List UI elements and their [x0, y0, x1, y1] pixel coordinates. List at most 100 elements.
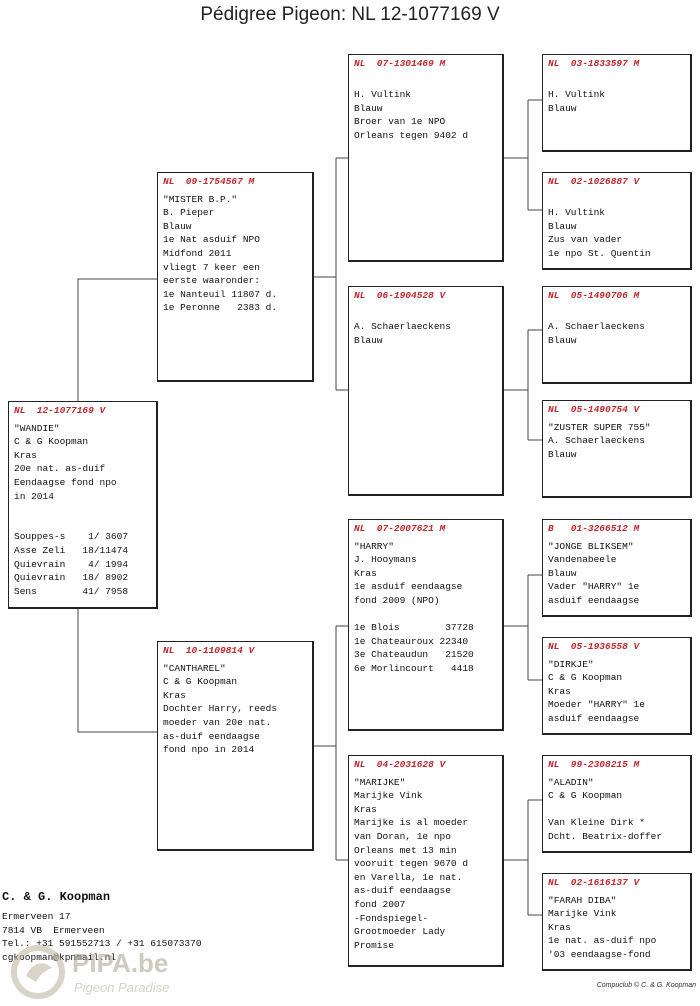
- pigeon-card-sire: NL 09-1754567 M "MISTER B.P." B. Pieper …: [157, 172, 314, 382]
- card-line: Blauw: [548, 220, 577, 232]
- card-line: "ALADIN": [548, 776, 594, 788]
- card-line: [548, 803, 685, 817]
- card-line: Blauw: [163, 220, 192, 232]
- card-line: eerste waaronder:: [163, 275, 260, 287]
- pipa-watermark-logo: PIPA.be Pigeon Paradise: [11, 945, 169, 999]
- breeder-name: C. & G. Koopman: [2, 890, 111, 904]
- ring-number: NL 10-1109814 V: [163, 645, 255, 656]
- card-line: Blauw: [354, 102, 383, 114]
- card-line: B. Pieper: [163, 207, 215, 219]
- card-line: [548, 75, 685, 89]
- card-line: fond npo in 2014: [163, 744, 255, 756]
- card-line: vliegt 7 keer een: [163, 261, 260, 273]
- card-line: [354, 307, 497, 321]
- card-line: van Doran, 1e npo: [354, 830, 451, 842]
- page-title: Pédigree Pigeon: NL 12-1077169 V: [200, 4, 500, 25]
- card-line: Sens 41/ 7958: [14, 585, 129, 597]
- card-line: 20e nat. as-duif: [14, 463, 106, 475]
- ring-number: NL 09-1754567 M: [163, 176, 255, 187]
- card-line: Grootmoeder Lady: [354, 926, 446, 938]
- pigeon-card-grandsire-paternal: NL 07-1301469 M H. Vultink Blauw Broer v…: [348, 54, 504, 262]
- card-line: 1e npo St. Quentin: [548, 247, 651, 259]
- pigeon-card-dam: NL 10-1109814 V "CANTHAREL" C & G Koopma…: [157, 641, 314, 851]
- card-line: Marijke is al moeder: [354, 817, 469, 829]
- card-line: C & G Koopman: [14, 436, 89, 448]
- card-line: Orleans met 13 min: [354, 844, 457, 856]
- ring-number: NL 05-1490706 M: [548, 290, 640, 301]
- logo-brand: PIPA.be: [72, 948, 168, 978]
- ring-number: NL 07-2007621 M: [354, 523, 446, 534]
- card-line: "MARIJKE": [354, 776, 406, 788]
- card-line: H. Vultink: [548, 207, 606, 219]
- card-line: Kras: [354, 567, 377, 579]
- pigeon-card-ggp-1: NL 03-1833597 M H. Vultink Blauw: [542, 54, 692, 152]
- card-line: "FARAH DIBA": [548, 894, 617, 906]
- card-line: 1e Peronne 2383 d.: [163, 302, 278, 314]
- ring-number: NL 12-1077169 V: [14, 405, 106, 416]
- card-line: Promise: [354, 939, 394, 951]
- card-line: 1e Chateauroux 22340: [354, 635, 469, 647]
- ring-number: NL 02-1616137 V: [548, 877, 640, 888]
- card-line: 1e Nat asduif NPO: [163, 234, 260, 246]
- card-line: 1e Nanteuil 11807 d.: [163, 288, 278, 300]
- breeder-postal: 7814 VB Ermerveen: [2, 924, 105, 936]
- ring-number: NL 04-2031628 V: [354, 759, 446, 770]
- ring-number: NL 03-1833597 M: [548, 58, 640, 69]
- card-line: asduif eendaagse: [548, 594, 640, 606]
- card-line: C & G Koopman: [548, 790, 623, 802]
- pigeon-card-ggp-4: NL 05-1490754 V "ZUSTER SUPER 755" A. Sc…: [542, 400, 692, 498]
- card-line: Zus van vader: [548, 234, 623, 246]
- ring-number: NL 02-1026887 V: [548, 176, 640, 187]
- card-line: 1e Blois 37728: [354, 622, 474, 634]
- pigeon-card-ggp-3: NL 05-1490706 M A. Schaerlaeckens Blauw: [542, 286, 692, 384]
- card-line: [548, 307, 685, 321]
- card-line: as-duif eendaagse: [354, 885, 451, 897]
- card-line: moeder van 20e nat.: [163, 716, 272, 728]
- card-line: fond 2007: [354, 898, 406, 910]
- card-line: A. Schaerlaeckens: [354, 321, 451, 333]
- ring-number: NL 05-1490754 V: [548, 404, 640, 415]
- pigeon-card-grandsire-maternal: NL 07-2007621 M "HARRY" J. Hooymans Kras…: [348, 519, 504, 731]
- card-line: Dcht. Beatrix-doffer: [548, 830, 663, 842]
- card-line: en Varella, 1e nat.: [354, 871, 463, 883]
- pigeon-card-subject: NL 12-1077169 V "WANDIE" C & G Koopman K…: [8, 401, 158, 609]
- card-line: Vandenabeele: [548, 554, 617, 566]
- card-line: [354, 75, 497, 89]
- card-line: 1e nat. as-duif npo: [548, 935, 657, 947]
- card-line: H. Vultink: [548, 89, 606, 101]
- ring-number: NL 06-1904528 V: [354, 290, 446, 301]
- breeder-phone: Tel.: +31 591552713 / +31 615073370: [2, 938, 202, 949]
- card-line: Dochter Harry, reeds: [163, 703, 278, 715]
- card-line: Eendaagse fond npo: [14, 476, 117, 488]
- card-line: '03 eendaagse-fond: [548, 948, 651, 960]
- card-line: asduif eendaagse: [548, 712, 640, 724]
- card-line: "DIRKJE": [548, 658, 594, 670]
- card-line: Vader "HARRY" 1e: [548, 581, 640, 593]
- card-line: Broer van 1e NPO: [354, 116, 446, 128]
- card-line: Orleans tegen 9402 d: [354, 129, 469, 141]
- card-line: Blauw: [548, 567, 577, 579]
- pigeon-card-ggp-8: NL 02-1616137 V "FARAH DIBA" Marijke Vin…: [542, 873, 692, 971]
- card-line: -Fondspiegel-: [354, 912, 429, 924]
- logo-tagline: Pigeon Paradise: [74, 980, 169, 995]
- card-line: Moeder "HARRY" 1e: [548, 699, 645, 711]
- ring-number: NL 99-2308215 M: [548, 759, 640, 770]
- breeder-address: Ermerveen 17: [2, 911, 71, 922]
- card-line: vooruit tegen 9670 d: [354, 858, 469, 870]
- card-line: A. Schaerlaeckens: [548, 321, 645, 333]
- card-line: Souppes-s 1/ 3607: [14, 531, 129, 543]
- card-line: C & G Koopman: [163, 676, 238, 688]
- card-line: Marijke Vink: [354, 790, 423, 802]
- footer-credit: Compuclub © C. & G. Koopman: [596, 982, 696, 989]
- card-line: "CANTHAREL": [163, 662, 226, 674]
- card-line: Kras: [548, 685, 571, 697]
- ring-number: NL 05-1936558 V: [548, 641, 640, 652]
- card-line: H. Vultink: [354, 89, 412, 101]
- card-line: "HARRY": [354, 540, 394, 552]
- card-line: C & G Koopman: [548, 672, 623, 684]
- card-line: as-duif eendaagse: [163, 730, 260, 742]
- card-line: Quievrain 4/ 1994: [14, 558, 129, 570]
- pigeon-card-ggp-6: NL 05-1936558 V "DIRKJE" C & G Koopman K…: [542, 637, 692, 735]
- card-line: fond 2009 (NPO): [354, 594, 440, 606]
